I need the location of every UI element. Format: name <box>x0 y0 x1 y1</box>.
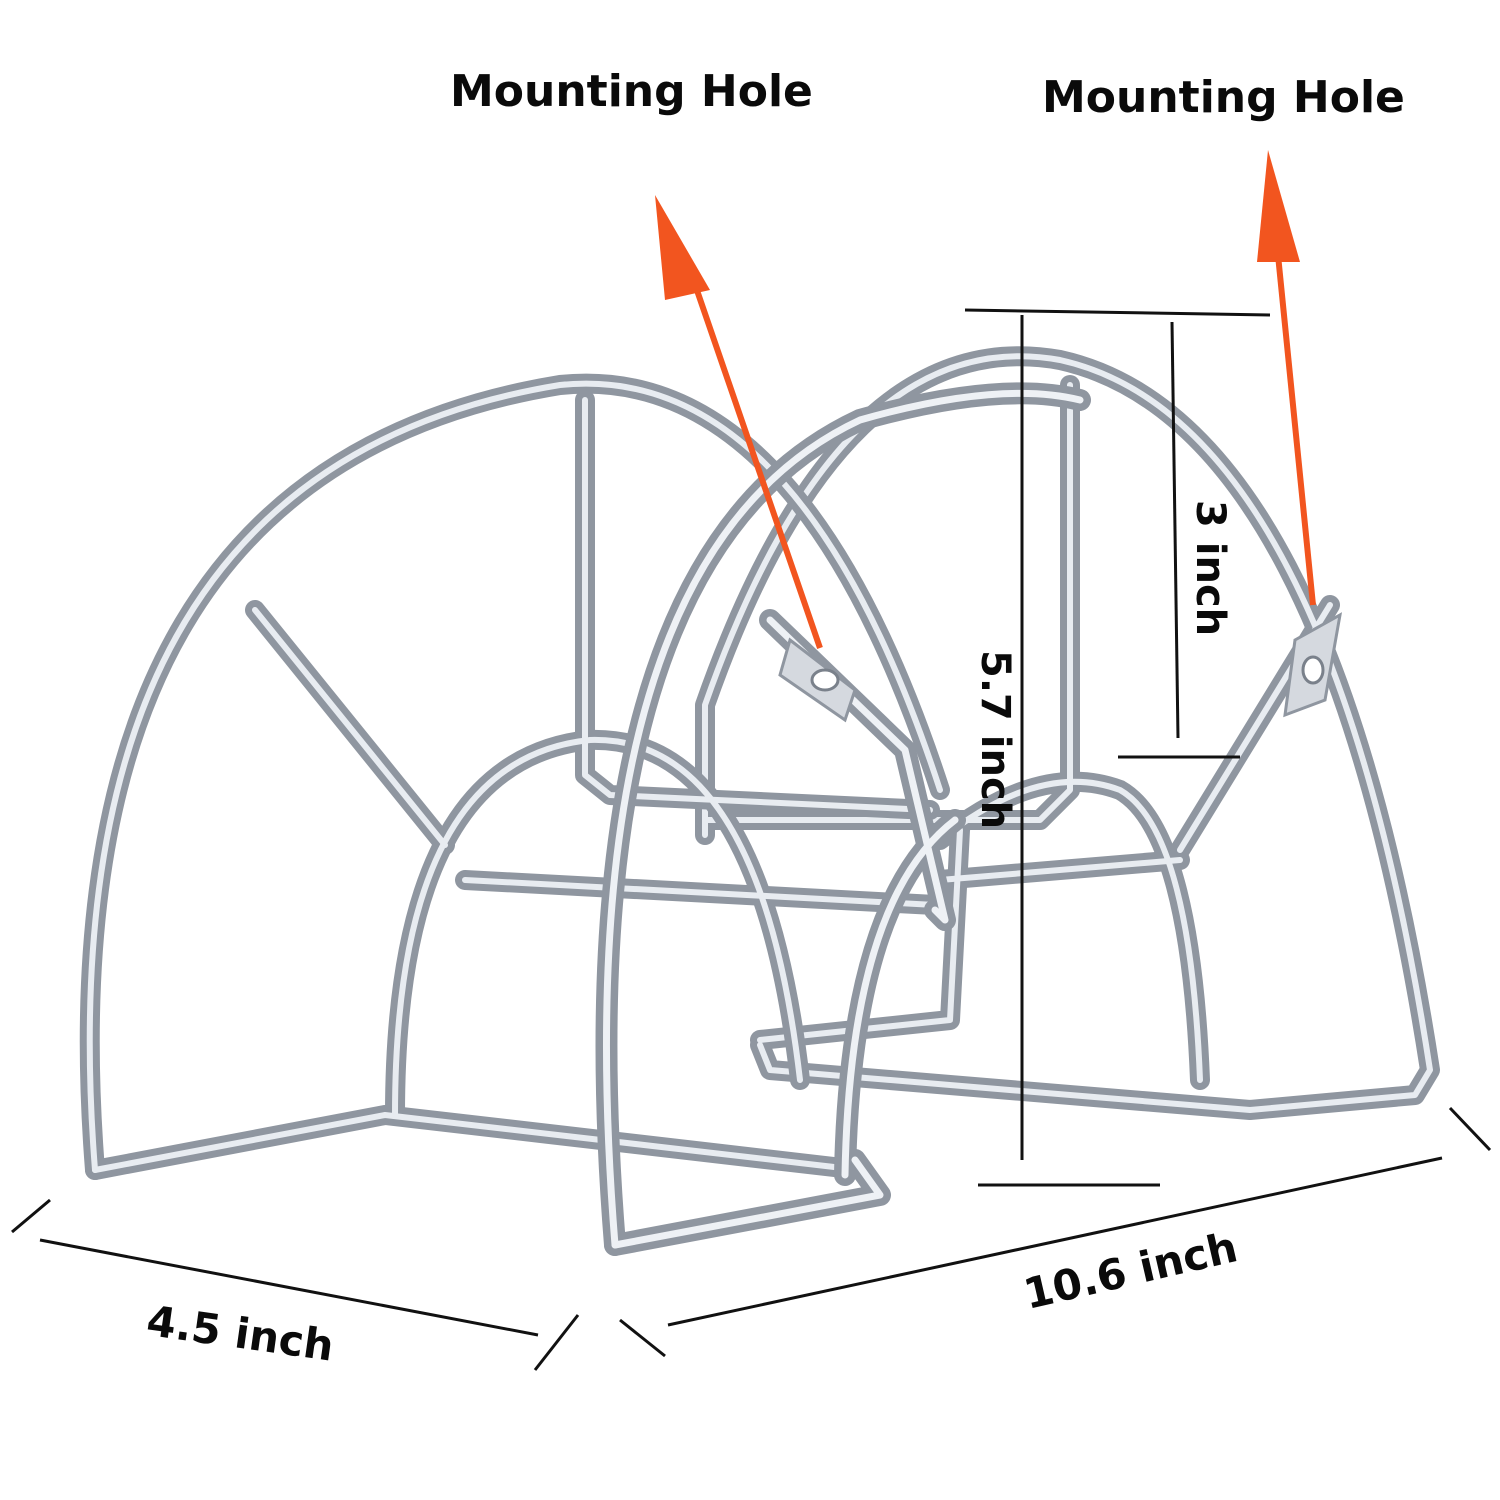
hole-spacing-dimension-label: 3 inch <box>1187 500 1233 637</box>
front-frame <box>79 373 950 1180</box>
arrow-to-right-mounting-hole <box>1257 150 1316 606</box>
length-dimension-line <box>667 1156 1443 1327</box>
mounting-plate-right <box>1283 612 1343 718</box>
arrow-to-left-mounting-hole <box>655 195 823 649</box>
mounting-hole-label-left: Mounting Hole <box>450 66 813 117</box>
mounting-plate-left <box>778 637 857 723</box>
mounting-hole-label-right: Mounting Hole <box>1042 72 1405 123</box>
height-dimension-label: 5.7 inch <box>972 650 1018 830</box>
width-dimension-line <box>39 1238 539 1337</box>
back-frame <box>695 346 1440 1120</box>
dimension-lines <box>11 308 1492 1371</box>
hole-spacing-dimension-line <box>1170 321 1180 739</box>
